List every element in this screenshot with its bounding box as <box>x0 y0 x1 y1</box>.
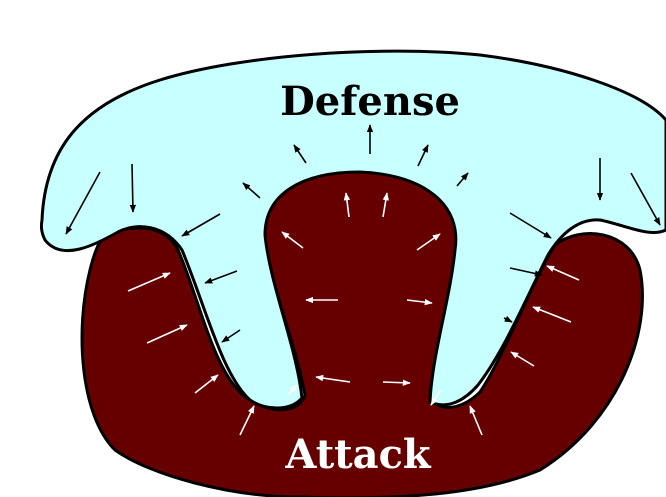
defense-arrow <box>132 164 133 212</box>
defense-label: Defense <box>280 78 460 125</box>
attack-label: Attack <box>284 431 432 478</box>
attack-arrow <box>383 382 410 383</box>
